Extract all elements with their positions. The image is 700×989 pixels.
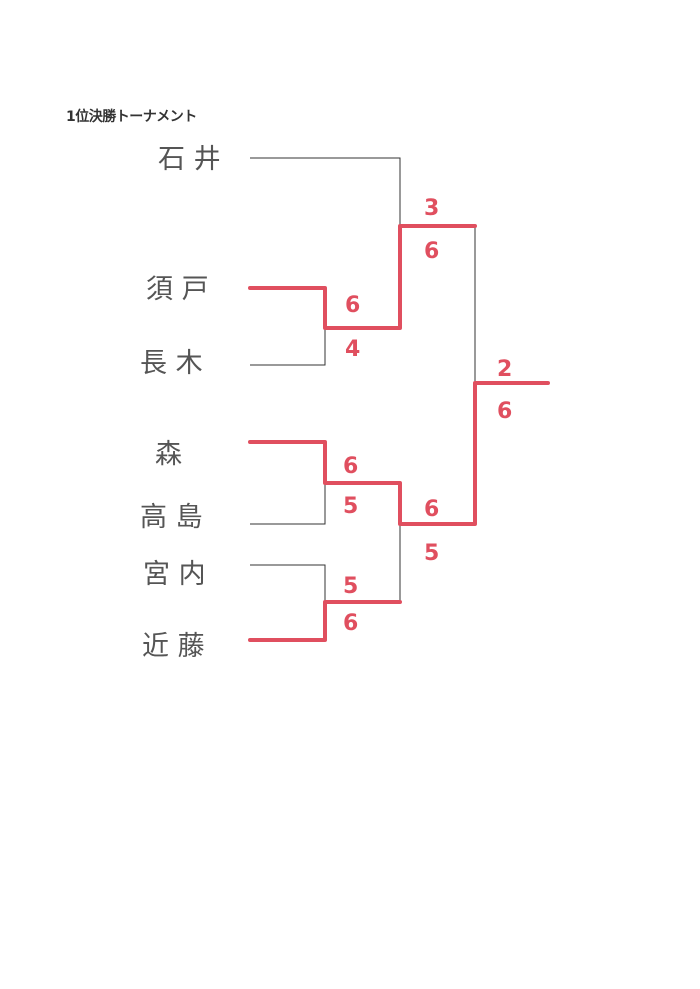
player-name: 高 島: [140, 502, 203, 533]
score-bottom: 6: [497, 399, 512, 424]
player-name: 須 戸: [146, 274, 209, 305]
score-top: 5: [343, 574, 358, 599]
player-name: 石 井: [158, 144, 221, 175]
player-name: 近 藤: [142, 631, 205, 662]
score-bottom: 4: [345, 337, 360, 362]
score-top: 2: [497, 357, 512, 382]
page-title: 1位決勝トーナメント: [66, 109, 197, 125]
score-bottom: 6: [343, 611, 358, 636]
score-bottom: 5: [424, 541, 439, 566]
score-bottom: 5: [343, 494, 358, 519]
score-top: 6: [345, 293, 360, 318]
score-top: 3: [424, 196, 439, 221]
score-top: 6: [424, 497, 439, 522]
bracket-lines: [250, 157, 476, 602]
score-bottom: 6: [424, 239, 439, 264]
winner-paths: [248, 224, 550, 642]
score-top: 6: [343, 454, 358, 479]
player-name: 森: [155, 439, 182, 470]
player-name: 宮 内: [143, 559, 206, 590]
player-name: 長 木: [140, 348, 203, 379]
